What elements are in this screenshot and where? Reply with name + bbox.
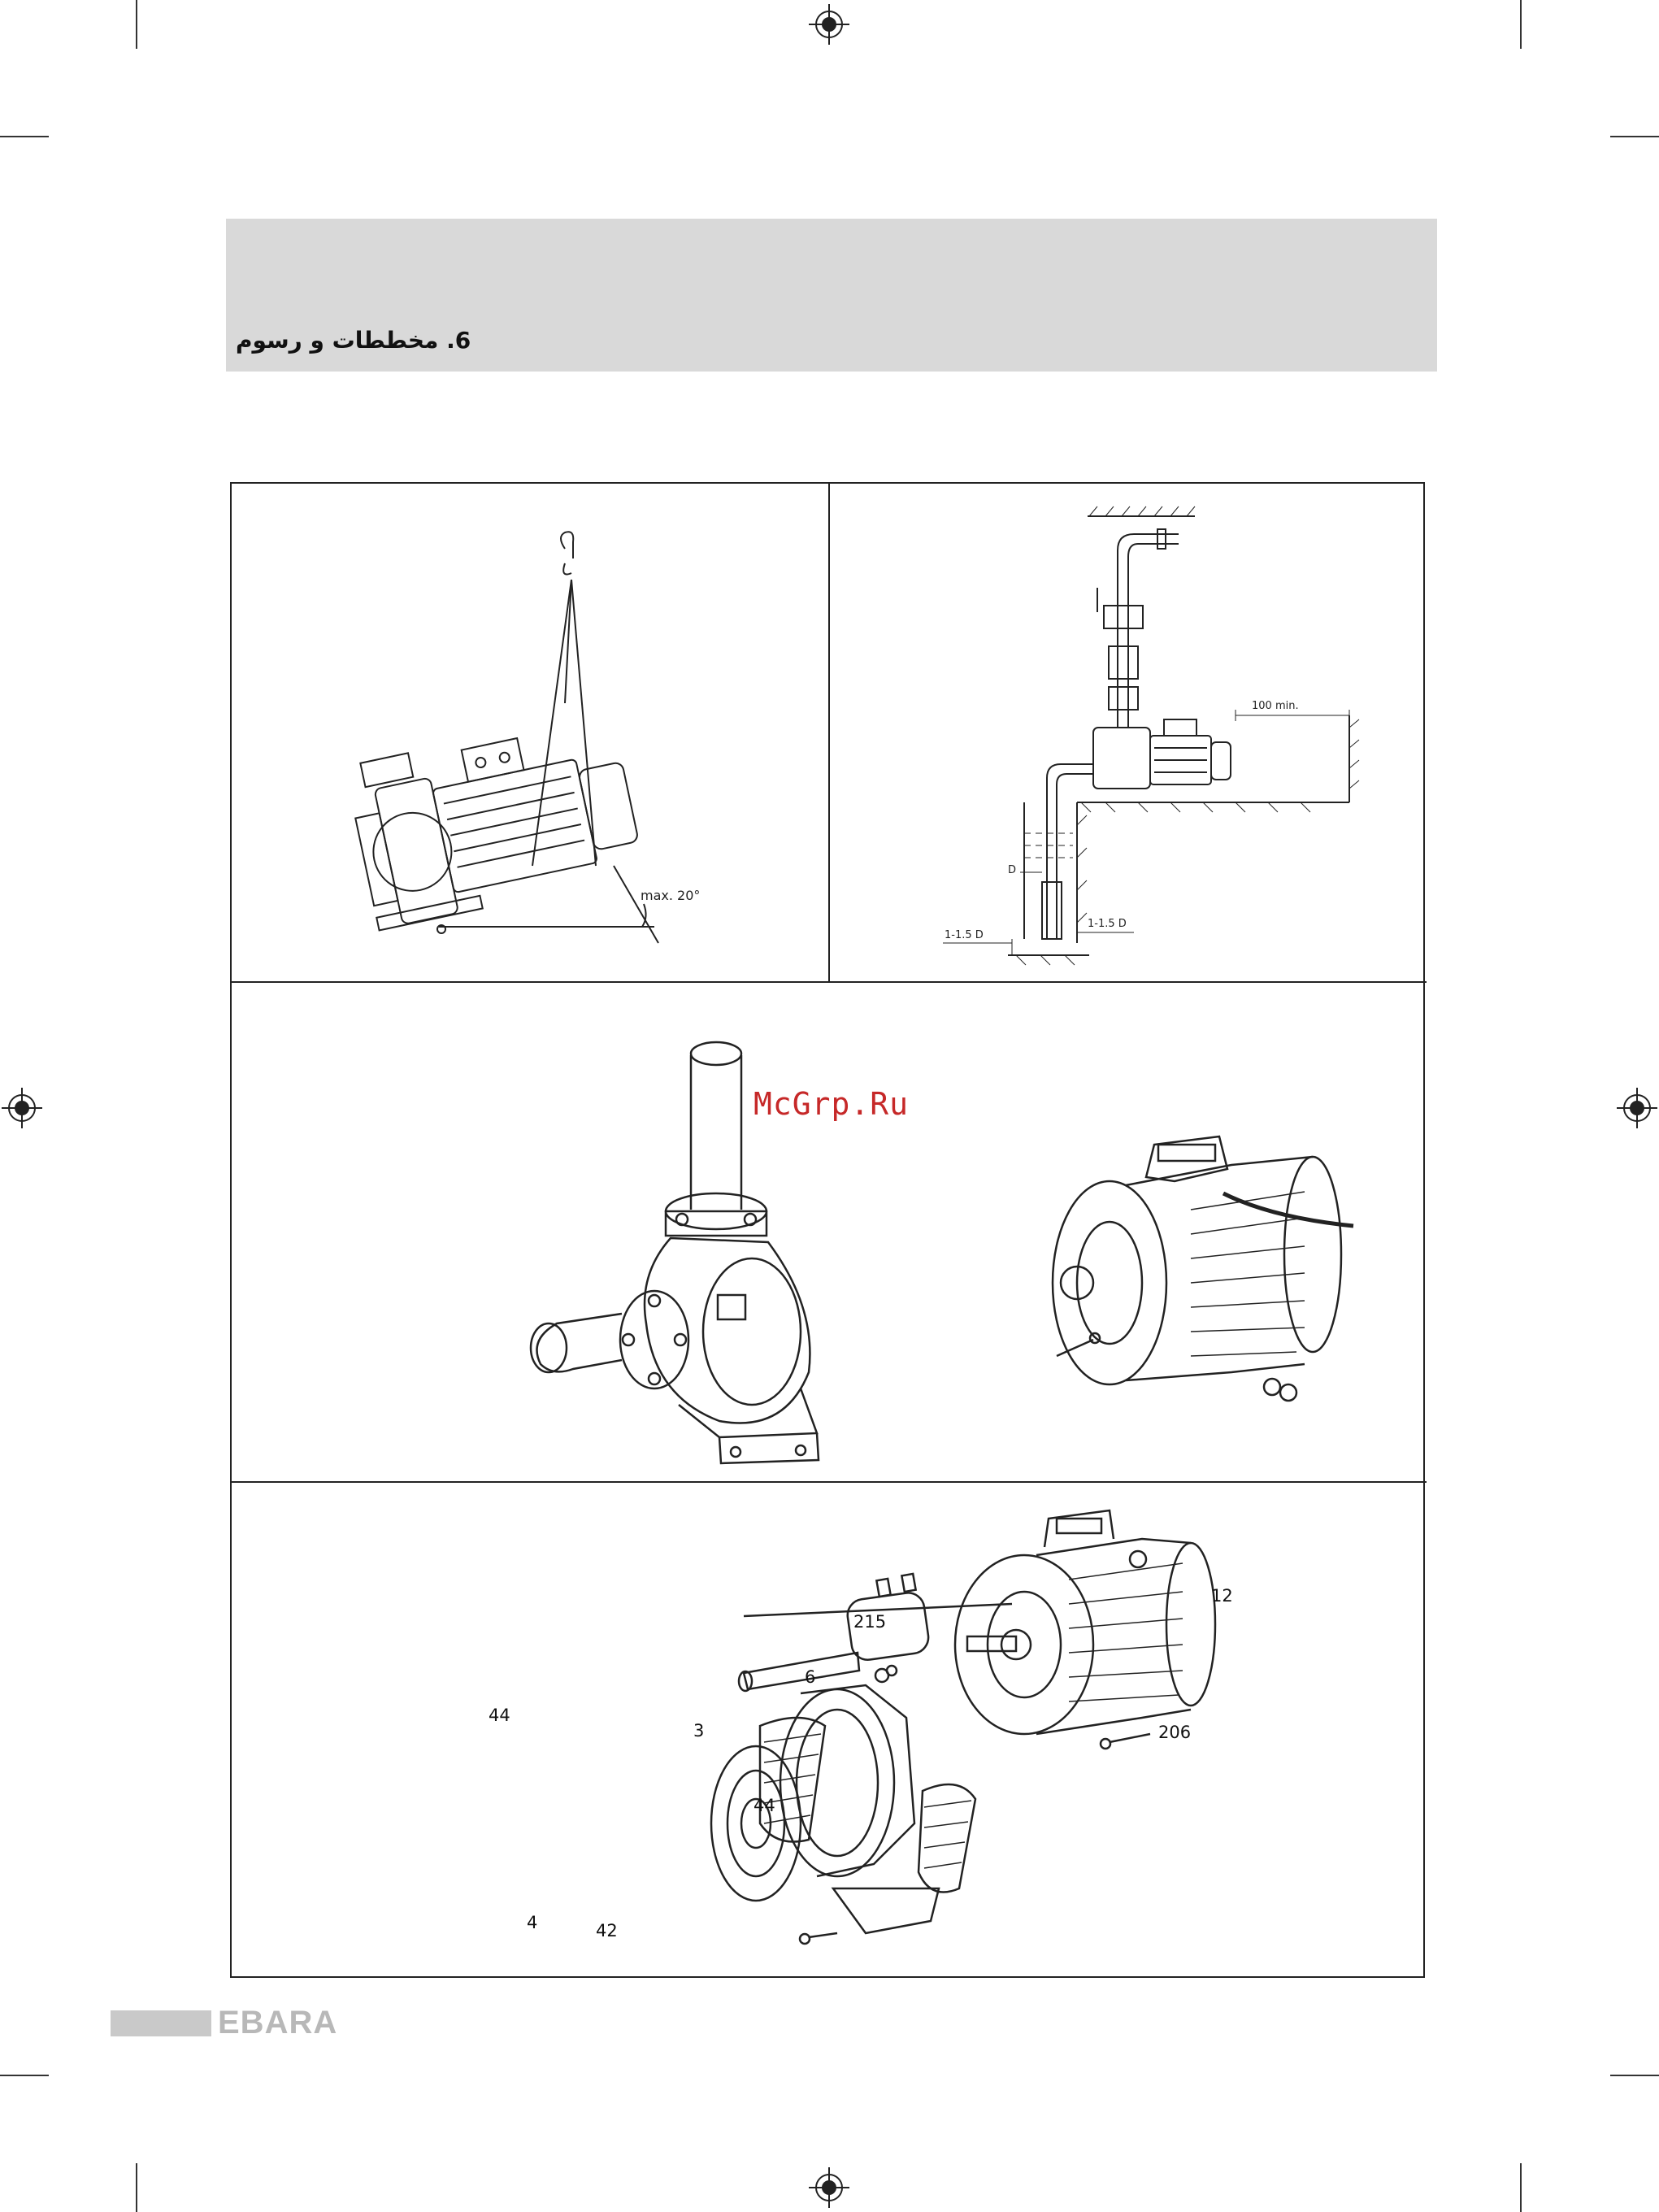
part-label-guard-right: 44 (753, 1796, 775, 1815)
part-label-shaft: 6 (805, 1667, 815, 1687)
wall-gap-label: 1-1.5 D (1088, 918, 1127, 930)
part-label-foot: 42 (596, 1921, 618, 1940)
brand-logo: EBARA (218, 2005, 337, 2041)
lifting-drawing (232, 484, 829, 982)
section-title: 6. مخططات و رسوم (236, 327, 471, 354)
part-label-screw: 206 (1158, 1723, 1191, 1742)
part-label-pump-body: 3 (693, 1721, 704, 1740)
exploded-drawing (232, 1482, 1427, 1980)
clearance-label: 100 min. (1252, 700, 1299, 712)
figure-lifting: max. 20° (232, 484, 829, 982)
bottom-gap-label: 1-1.5 D (945, 929, 984, 941)
figure-exploded-view: 12 215 6 206 44 3 44 4 42 (232, 1482, 1427, 1980)
registration-mark-top (809, 4, 849, 45)
figure-assembly (232, 982, 1427, 1482)
diameter-label: D (1008, 864, 1016, 876)
angle-label: max. 20° (641, 888, 700, 903)
registration-mark-left (2, 1088, 42, 1128)
registration-mark-right (1617, 1088, 1657, 1128)
part-label-guard-left: 44 (489, 1706, 510, 1725)
part-label-shaft-key: 215 (853, 1612, 886, 1632)
figure-grid: max. 20° (230, 482, 1425, 1978)
installation-drawing (829, 484, 1427, 982)
watermark: McGrp.Ru (753, 1086, 909, 1122)
registration-mark-bottom (809, 2167, 849, 2208)
assembly-drawing (232, 982, 1427, 1482)
part-label-impeller: 4 (527, 1913, 537, 1932)
figure-installation: 100 min. D 1-1.5 D 1-1.5 D (829, 484, 1427, 982)
footer-bar (111, 2010, 211, 2036)
part-label-motor: 12 (1211, 1586, 1233, 1606)
